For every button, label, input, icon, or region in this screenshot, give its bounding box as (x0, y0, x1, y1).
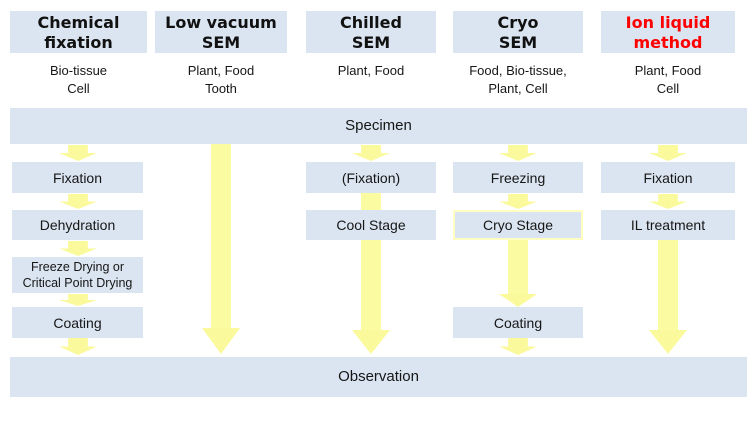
column-header-cryo-sem: Cryo SEM (453, 11, 583, 53)
down-arrow-chemical-1 (59, 145, 97, 161)
down-arrow-cryo-shaft (508, 240, 528, 294)
step-cryo-stage: Cryo Stage (453, 210, 583, 240)
down-arrow-ion-liquid-2 (649, 194, 687, 209)
down-arrow-chemical-2 (59, 194, 97, 209)
down-arrow-low-vacuum-shaft (211, 144, 231, 328)
step-freeze-critical-drying: Freeze Drying or Critical Point Drying (12, 257, 143, 293)
down-arrow-low-vacuum-head (202, 328, 240, 354)
down-arrow-cryo-1 (499, 145, 537, 161)
down-arrow-ion-liquid-shaft (658, 240, 678, 330)
down-arrow-chilled-1 (352, 145, 390, 161)
samples-chemical-fixation: Bio-tissue Cell (49, 63, 108, 96)
down-arrow-cryo-head (499, 294, 537, 307)
samples-chilled-sem: Plant, Food (337, 63, 405, 78)
samples-cryo-sem: Food, Bio-tissue, Plant, Cell (469, 63, 567, 96)
step-fixation-chilled: (Fixation) (306, 162, 436, 193)
observation-bar: Observation (10, 357, 747, 397)
step-coating-cryo: Coating (453, 307, 583, 338)
down-arrow-chemical-3 (59, 241, 97, 256)
step-freezing: Freezing (453, 162, 583, 193)
step-il-treatment: IL treatment (601, 210, 735, 240)
column-header-low-vacuum-sem: Low vacuum SEM (155, 11, 287, 53)
samples-low-vacuum-sem: Plant, Food Tooth (187, 63, 255, 96)
down-arrow-ion-liquid-1 (649, 145, 687, 161)
down-arrow-chemical-4 (59, 294, 97, 306)
specimen-bar: Specimen (10, 108, 747, 144)
step-fixation-chemical: Fixation (12, 162, 143, 193)
samples-ion-liquid-method: Plant, Food Cell (634, 63, 702, 96)
step-fixation-ion-liquid: Fixation (601, 162, 735, 193)
column-header-ion-liquid-method: Ion liquid method (601, 11, 735, 53)
connector-chilled (361, 193, 381, 210)
down-arrow-chilled-head (352, 330, 390, 354)
column-header-chemical-fixation: Chemical fixation (10, 11, 147, 53)
column-header-chilled-sem: Chilled SEM (306, 11, 436, 53)
step-cool-stage: Cool Stage (306, 210, 436, 240)
step-dehydration: Dehydration (12, 210, 143, 240)
down-arrow-cryo-3 (499, 338, 537, 355)
down-arrow-ion-liquid-head (649, 330, 687, 354)
down-arrow-cryo-2 (499, 194, 537, 209)
step-coating-chemical: Coating (12, 307, 143, 338)
down-arrow-chemical-5 (59, 338, 97, 355)
down-arrow-chilled-shaft (361, 240, 381, 330)
